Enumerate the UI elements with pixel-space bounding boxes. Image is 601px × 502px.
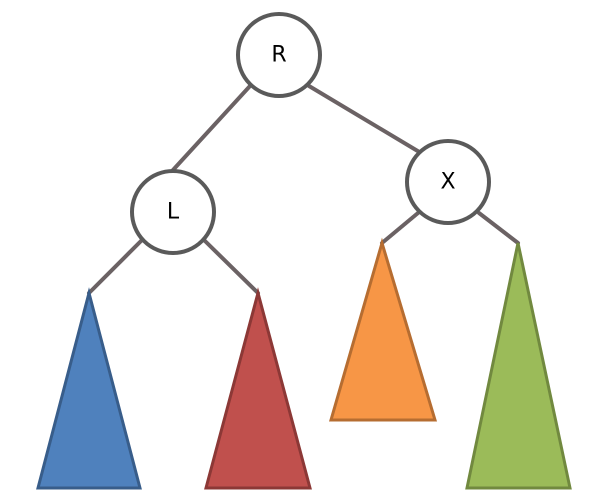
node-l: L — [130, 169, 216, 255]
node-l-label: L — [167, 200, 180, 225]
edge-r-l — [171, 84, 252, 172]
subtree-red — [204, 287, 312, 490]
edge-x-green — [477, 211, 520, 245]
subtree-blue — [36, 287, 142, 490]
node-x-label: X — [440, 170, 455, 195]
edge-l-blue — [87, 239, 143, 295]
subtree-green — [465, 242, 572, 490]
edge-r-x — [307, 84, 423, 155]
node-x: X — [405, 139, 491, 225]
edge-x-orange — [380, 211, 420, 245]
node-r: R — [236, 12, 322, 98]
edge-l-red — [203, 239, 260, 295]
subtree-orange — [329, 237, 438, 422]
node-r-label: R — [271, 43, 286, 68]
